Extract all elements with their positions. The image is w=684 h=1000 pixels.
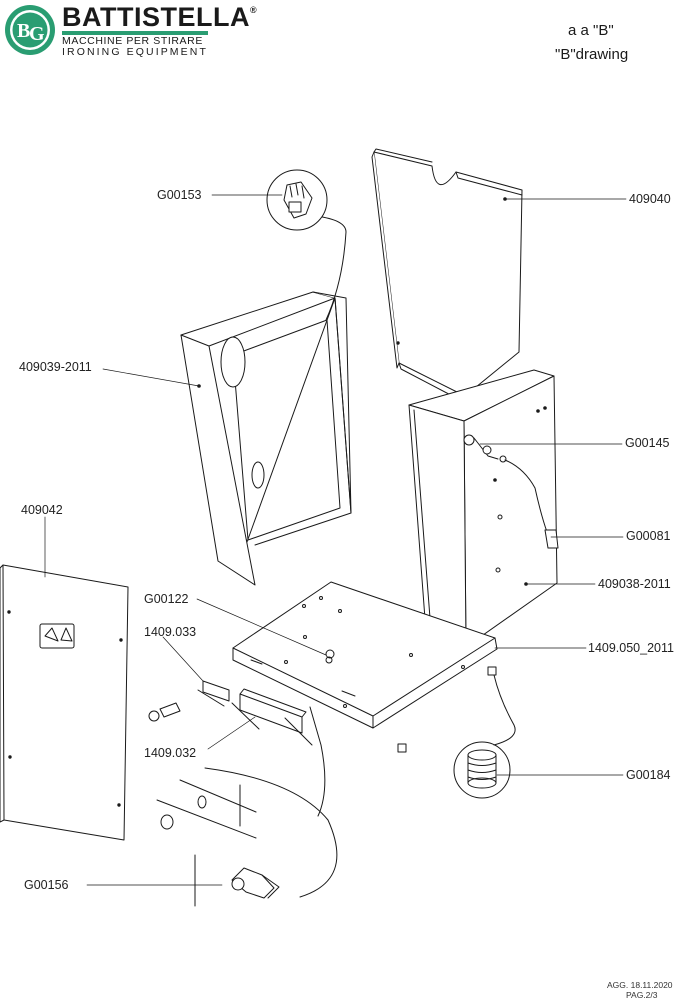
svg-text:B: B [17, 20, 30, 42]
part-label: G00081 [626, 529, 671, 543]
part-label: 1409.032 [144, 746, 197, 760]
part-label: 409040 [629, 192, 671, 206]
brand-accent-bar [62, 31, 208, 35]
right-column-panel [408, 369, 559, 648]
foot-callout [453, 674, 516, 799]
part-label: 409039-2011 [19, 360, 92, 374]
part-label: 409038-2011 [598, 577, 671, 591]
top-back-panel [371, 148, 523, 403]
connector-callout [266, 169, 328, 231]
drawing-subtitle: "B"drawing [555, 46, 629, 63]
brand-name: BATTISTELLA® [62, 2, 258, 32]
base-plate [232, 581, 498, 753]
drawing-title: a a "B" [568, 22, 614, 39]
left-column-panel [180, 215, 352, 586]
page-number: PAG.2/3 [626, 990, 658, 1000]
svg-text:G: G [29, 23, 45, 45]
tagline-italian: MACCHINE PER STIRARE [62, 35, 203, 47]
front-panel [0, 564, 129, 841]
part-label: G00122 [144, 592, 189, 606]
part-label: 409042 [21, 503, 63, 517]
bg-monogram-icon: B G [5, 5, 55, 55]
part-label: 1409.033 [144, 625, 197, 639]
switch-detail [156, 706, 338, 907]
revision-date: AGG. 18.11.2020 [607, 980, 673, 990]
part-label: G00153 [157, 188, 202, 202]
part-label: G00156 [24, 878, 69, 892]
part-label: G00145 [625, 436, 670, 450]
brackets [148, 680, 313, 746]
tagline-english: IRONING EQUIPMENT [62, 46, 208, 58]
registered-mark: ® [249, 5, 258, 15]
leader-lines [44, 194, 627, 886]
part-label: 1409.050_2011 [588, 641, 674, 655]
part-label: G00184 [626, 768, 671, 782]
